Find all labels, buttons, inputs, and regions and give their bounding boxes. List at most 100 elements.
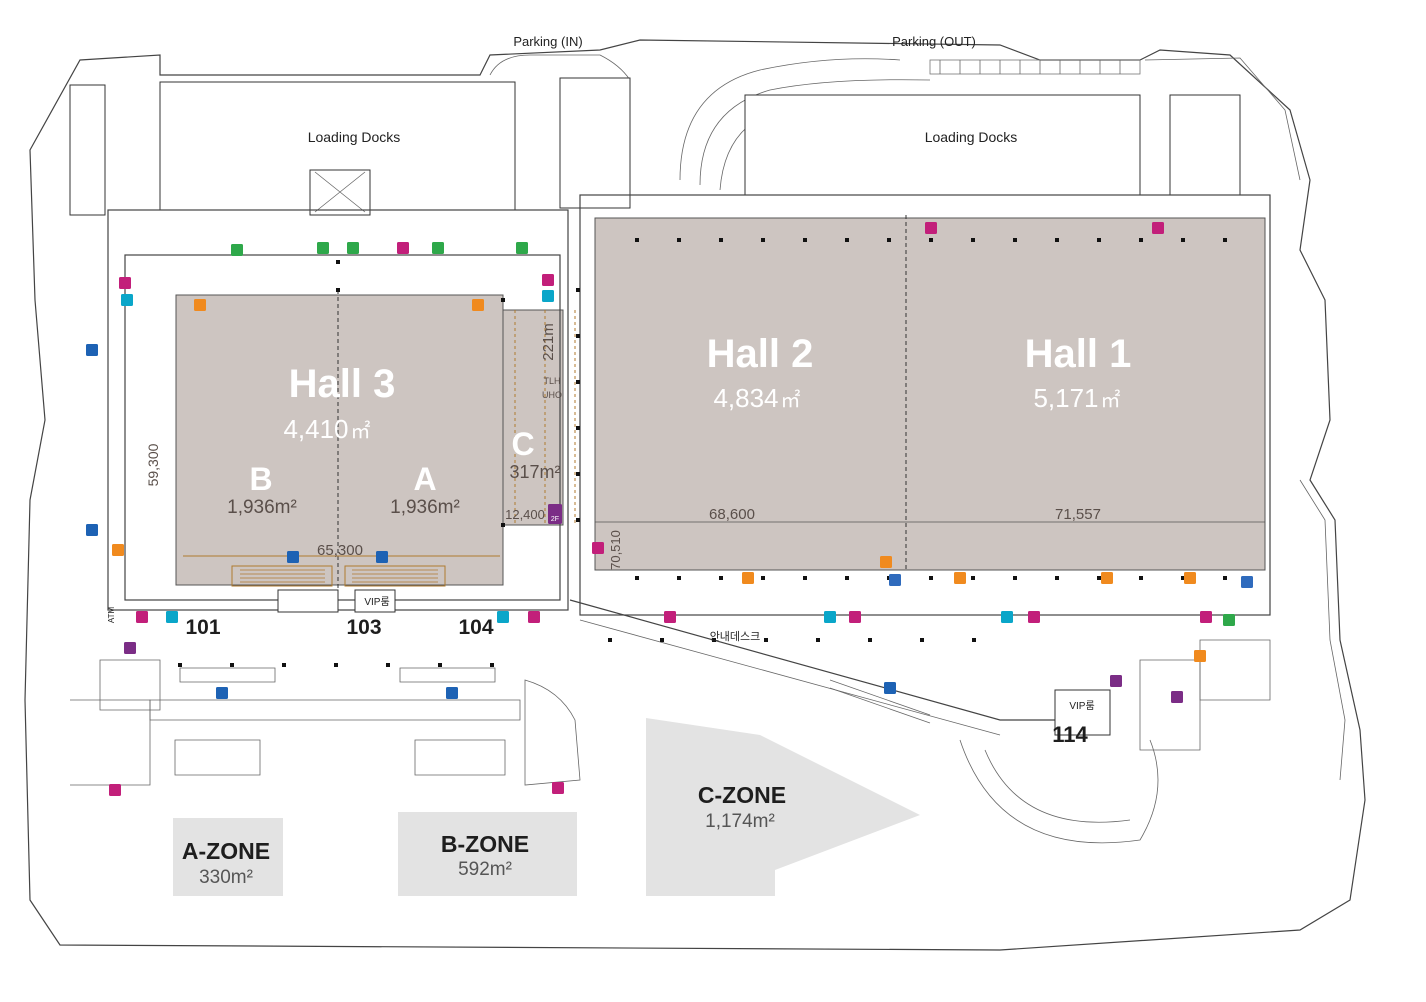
escalator-icon bbox=[86, 344, 98, 356]
nursing-room-icon bbox=[432, 242, 444, 254]
column-marker bbox=[764, 638, 768, 642]
column-marker bbox=[868, 638, 872, 642]
first-aid-icon bbox=[824, 611, 836, 623]
column-marker bbox=[1055, 238, 1059, 242]
column-marker bbox=[1097, 576, 1101, 580]
column-marker bbox=[576, 472, 580, 476]
column-marker bbox=[971, 576, 975, 580]
column-marker bbox=[712, 638, 716, 642]
dim-c-depth: 221m bbox=[540, 323, 557, 361]
column-marker bbox=[677, 576, 681, 580]
column-marker bbox=[1055, 576, 1059, 580]
escalator-icon bbox=[884, 682, 896, 694]
dim-c-width: 12,400 bbox=[505, 507, 545, 522]
column-marker bbox=[1139, 238, 1143, 242]
first-aid-icon bbox=[121, 294, 133, 306]
column-marker bbox=[845, 238, 849, 242]
hall-1-title: Hall 1 bbox=[1025, 332, 1132, 376]
second-floor-label: 2F bbox=[551, 516, 559, 523]
elevator-icon bbox=[889, 574, 901, 586]
nursing-room-icon bbox=[516, 242, 528, 254]
first-aid-icon bbox=[1001, 611, 1013, 623]
nursing-room-icon bbox=[317, 242, 329, 254]
restaurant-icon bbox=[124, 642, 136, 654]
column-marker bbox=[1223, 238, 1227, 242]
column-marker bbox=[660, 638, 664, 642]
atm-label: ATM bbox=[107, 607, 116, 624]
column-marker bbox=[1223, 576, 1227, 580]
column-marker bbox=[1097, 238, 1101, 242]
smoking-area-icon bbox=[592, 542, 604, 554]
column-marker bbox=[1181, 238, 1185, 242]
column-marker bbox=[816, 638, 820, 642]
dim-hall3-width: 65,300 bbox=[317, 542, 363, 559]
a-zone-title: A-ZONE bbox=[182, 838, 270, 864]
column-marker bbox=[438, 663, 442, 667]
restroom-icon bbox=[112, 544, 124, 556]
escalator-icon bbox=[446, 687, 458, 699]
first-aid-icon bbox=[497, 611, 509, 623]
column-marker bbox=[576, 426, 580, 430]
site-boundary bbox=[24, 39, 1366, 951]
column-marker bbox=[920, 638, 924, 642]
c-zone-title: C-ZONE bbox=[698, 782, 786, 808]
hall-2-area: 4,834 bbox=[713, 383, 778, 413]
restroom-icon bbox=[1194, 650, 1206, 662]
dim-tlh-top: TLH bbox=[543, 376, 560, 386]
hall-3b-title: B bbox=[249, 461, 272, 497]
dim-tlh-bottom: UHO bbox=[542, 390, 562, 400]
loading-dock-areas bbox=[69, 77, 1241, 216]
hall-3a-title: A bbox=[413, 461, 436, 497]
a-zone-area bbox=[173, 818, 283, 896]
hall-3a-area: 1,936m² bbox=[390, 497, 460, 518]
column-marker bbox=[635, 238, 639, 242]
dim-hall3-depth: 59,300 bbox=[145, 443, 161, 486]
corridors bbox=[70, 194, 1271, 844]
room-104: 104 bbox=[458, 616, 493, 639]
smoking-area-icon bbox=[136, 611, 148, 623]
column-marker bbox=[334, 663, 338, 667]
column-marker bbox=[490, 663, 494, 667]
smoking-area-icon bbox=[542, 274, 554, 286]
hall-2-title: Hall 2 bbox=[707, 332, 814, 376]
hall-3-title: Hall 3 bbox=[289, 362, 396, 406]
column-marker bbox=[501, 298, 505, 302]
hall-c-area: 317m² bbox=[509, 462, 560, 482]
restroom-icon bbox=[954, 572, 966, 584]
dim-hall2-width: 68,600 bbox=[709, 506, 755, 523]
nursing-room-icon bbox=[1223, 614, 1235, 626]
escalator-icon bbox=[86, 524, 98, 536]
escalator-icon bbox=[216, 687, 228, 699]
column-marker bbox=[336, 260, 340, 264]
restaurant-icon bbox=[1110, 675, 1122, 687]
facility-icons bbox=[86, 222, 1253, 796]
c-zone-area-text: 1,174m² bbox=[705, 811, 775, 832]
smoking-area-icon bbox=[119, 277, 131, 289]
nursing-room-icon bbox=[347, 242, 359, 254]
smoking-area-icon bbox=[664, 611, 676, 623]
column-marker bbox=[761, 576, 765, 580]
column-marker bbox=[719, 238, 723, 242]
restroom-icon bbox=[472, 299, 484, 311]
restroom-icon bbox=[1184, 572, 1196, 584]
column-marker bbox=[576, 380, 580, 384]
column-marker bbox=[282, 663, 286, 667]
c-zone-area bbox=[646, 718, 920, 896]
column-marker bbox=[1013, 238, 1017, 242]
vip-room-label-1: VIP룸 bbox=[364, 596, 389, 608]
room-101: 101 bbox=[185, 616, 220, 639]
outdoor-zones bbox=[173, 718, 920, 896]
column-marker bbox=[887, 238, 891, 242]
second-floor-restaurant-marker: 2F bbox=[548, 504, 562, 524]
hall-2-1-floor bbox=[594, 217, 1266, 571]
hall-c-floor bbox=[502, 309, 564, 526]
exhibition-halls bbox=[175, 215, 1266, 590]
escalator-icon bbox=[376, 551, 388, 563]
elevator-icon bbox=[1241, 576, 1253, 588]
hall-3-floor bbox=[175, 294, 504, 586]
column-marker bbox=[845, 576, 849, 580]
column-marker bbox=[576, 288, 580, 292]
parking-in-label: Parking (IN) bbox=[513, 34, 582, 49]
column-marker bbox=[336, 288, 340, 292]
